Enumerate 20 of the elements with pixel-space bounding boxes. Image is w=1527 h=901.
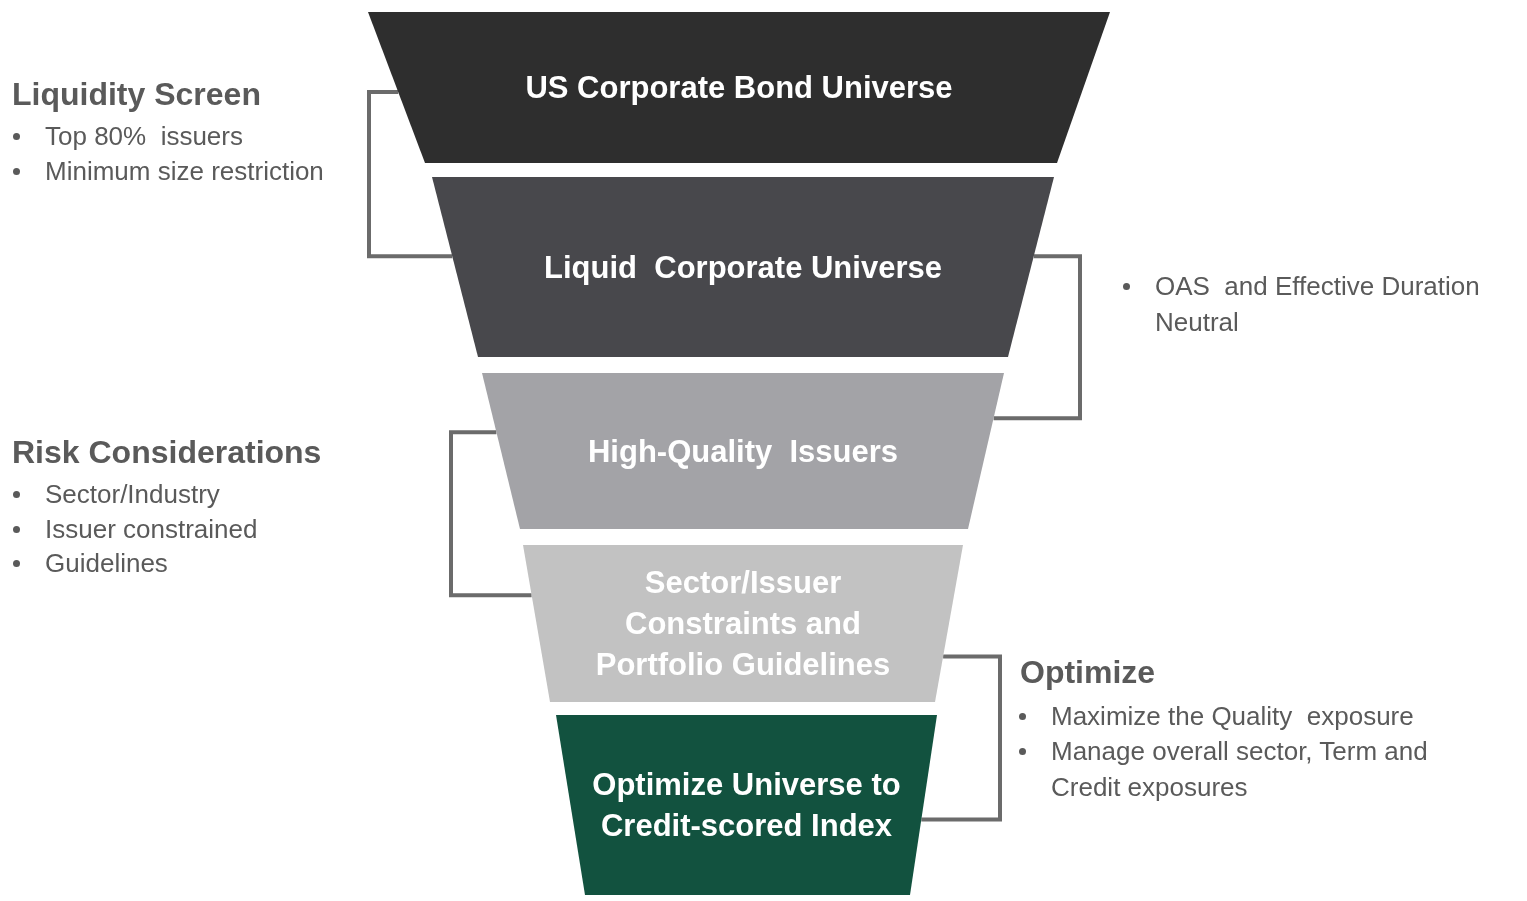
bullet-text: Manage overall sector, Term and Credit exposures <box>1051 735 1429 804</box>
bullet-text: OAS and Effective Duration Neutral <box>1155 270 1481 339</box>
bracket-connector <box>449 430 532 598</box>
stage-label: Sector/Issuer Constraints and Portfolio Guidelines <box>594 564 892 684</box>
bullet-text: Sector/Industry <box>45 478 221 511</box>
bullet-text: Top 80% issuers <box>45 120 244 153</box>
bullet-text: Issuer constrained <box>45 513 259 546</box>
stage-label: US Corporate Bond Universe <box>525 69 953 107</box>
bullet-text: Minimum size restriction <box>45 155 325 188</box>
stage-label: High-Quality Issuers <box>587 432 899 471</box>
bracket-connector <box>367 90 453 259</box>
bullet-text: Guidelines <box>45 547 169 580</box>
section-heading: Optimize <box>1020 654 1156 691</box>
bullet-text: Maximize the Quality exposure <box>1051 700 1415 733</box>
section-heading: Liquidity Screen <box>12 76 261 113</box>
stage-label: Liquid Corporate Universe <box>544 248 942 287</box>
funnel-stage <box>368 12 1110 163</box>
stage-label: Optimize Universe to Credit-scored Index <box>591 766 902 845</box>
bracket-connector <box>921 654 1002 822</box>
section-heading: Risk Considerations <box>12 434 322 471</box>
